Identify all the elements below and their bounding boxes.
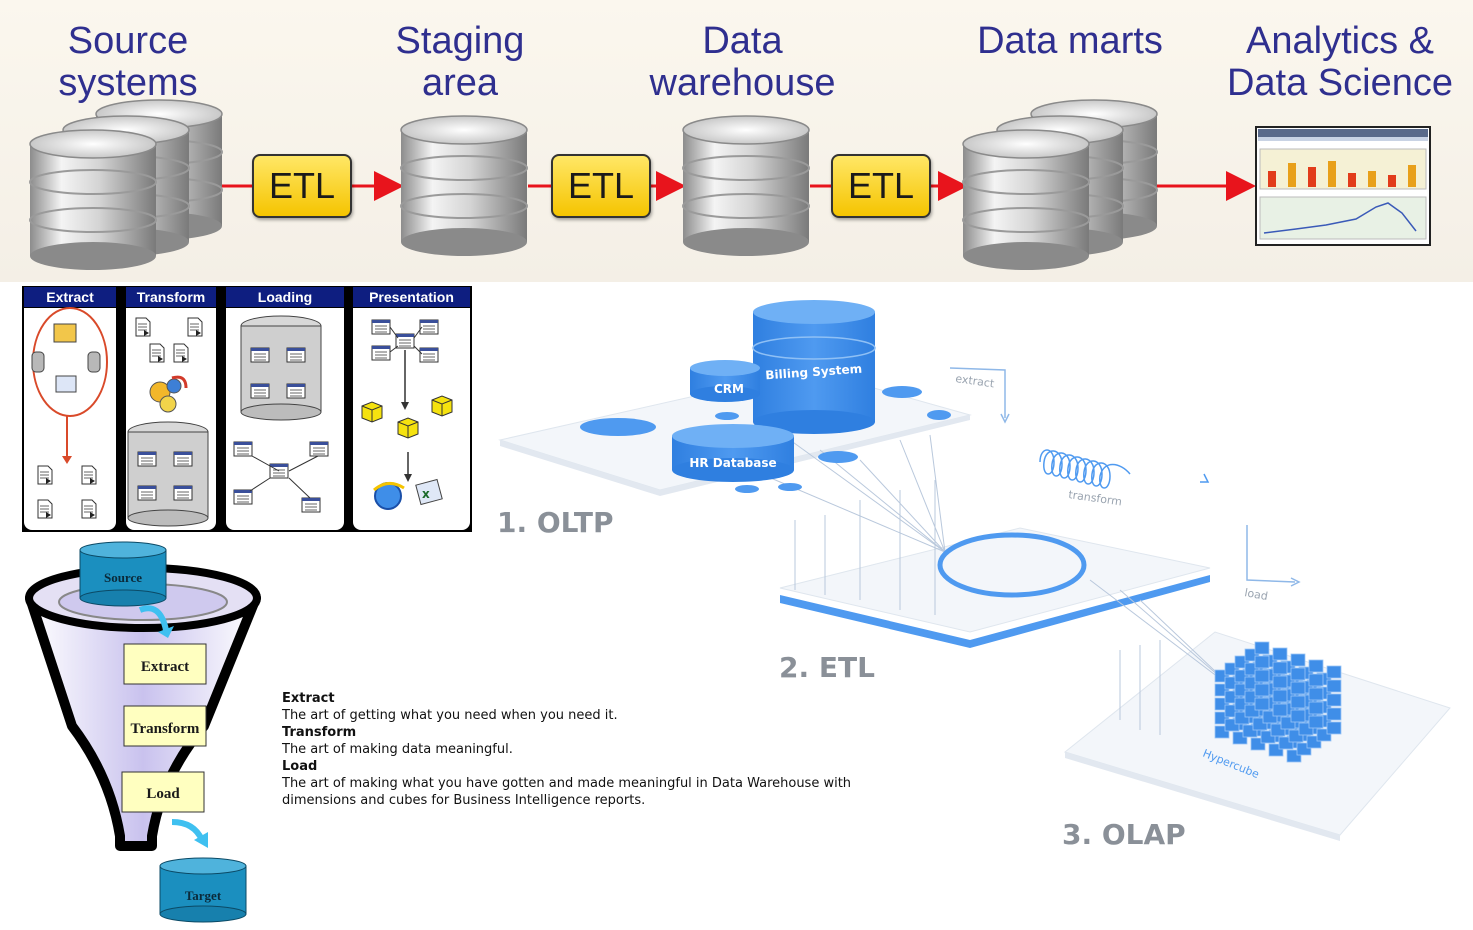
funnel-step-extract: Extract	[141, 659, 189, 675]
billing-system-db-icon	[752, 300, 876, 434]
extract-arrow-icon	[949, 367, 1006, 418]
stage-title-staging: Staging area	[395, 20, 525, 104]
funnel-step-transform: Transform	[131, 721, 200, 737]
staging-db-icon	[400, 115, 528, 257]
etl-funnel: Source Extract Transform Load Target	[25, 541, 261, 923]
transform-spiral-icon	[1039, 449, 1131, 489]
etl-layer-label: 2. ETL	[779, 651, 875, 684]
load-flow-label: load	[1243, 586, 1268, 603]
pipeline-graphics	[29, 99, 1431, 271]
source-cylinder-icon	[79, 541, 167, 607]
flow-arrow-icon	[171, 819, 205, 842]
desc-def-extract: The art of getting what you need when yo…	[282, 708, 618, 723]
etl-box: ETL	[551, 154, 651, 218]
panel-column-extract	[24, 308, 116, 530]
hypercube-icon	[1214, 641, 1342, 763]
hr-database-db-icon	[672, 424, 794, 482]
presentation-output-icon: x	[361, 319, 453, 510]
extract-sources-icon	[31, 307, 108, 519]
stage-title-data-marts: Data marts	[977, 20, 1163, 62]
desc-term-transform: Transform	[282, 725, 357, 740]
data-source-discs	[580, 386, 951, 493]
etl-box: ETL	[252, 154, 352, 218]
panel-header-extract: Extract	[24, 287, 116, 307]
transform-ring-icon	[937, 532, 1087, 598]
transform-process-icon	[127, 317, 209, 527]
panel-header-presentation: Presentation	[353, 287, 470, 307]
desc-term-load: Load	[282, 759, 318, 774]
desc-def-load: The art of making what you have gotten a…	[282, 776, 852, 808]
funnel-target-label: Target	[185, 888, 222, 903]
oltp-etl-olap-diagram: 1. OLTP 2. ETL 3. OLAP Billing System CR…	[497, 300, 1451, 851]
funnel-step-load: Load	[146, 786, 180, 802]
stage-title-analytics: Analytics & Data Science	[1226, 20, 1453, 104]
crm-label: CRM	[714, 382, 744, 396]
funnel-step-box	[123, 705, 207, 747]
funnel-step-box	[123, 643, 207, 685]
dashboard-icon	[1255, 126, 1431, 246]
loading-warehouse-icon	[233, 315, 329, 513]
target-cylinder-icon	[159, 857, 247, 923]
transform-flow-label: transform	[1068, 488, 1123, 508]
desc-def-transform: The art of making data meaningful.	[282, 742, 513, 757]
warehouse-db-icon	[682, 115, 810, 257]
source-db-icon	[29, 99, 223, 271]
oltp-layer-label: 1. OLTP	[497, 506, 614, 539]
load-arrow-icon	[1246, 525, 1296, 583]
stage-title-source: Source systems	[58, 20, 198, 104]
etl-box: ETL	[831, 154, 931, 218]
flow-arrow-icon	[138, 605, 169, 631]
process-panel-icons: x	[31, 307, 453, 527]
panel-header-loading: Loading	[226, 287, 344, 307]
panel-header-transform: Transform	[126, 287, 216, 307]
billing-system-label: Billing System	[765, 362, 863, 383]
funnel-step-box	[121, 771, 205, 813]
extract-flow-label: extract	[955, 372, 996, 390]
funnel-source-label: Source	[104, 570, 142, 585]
stage-title-warehouse: Data warehouse	[649, 20, 836, 104]
olap-layer-label: 3. OLAP	[1062, 818, 1186, 851]
crm-db-icon	[690, 360, 760, 402]
hr-database-label: HR Database	[689, 456, 776, 470]
svg-text:x: x	[422, 487, 430, 501]
etl-descriptions: Extract The art of getting what you need…	[282, 690, 862, 809]
data-marts-db-icon	[962, 99, 1158, 271]
desc-term-extract: Extract	[282, 691, 335, 706]
